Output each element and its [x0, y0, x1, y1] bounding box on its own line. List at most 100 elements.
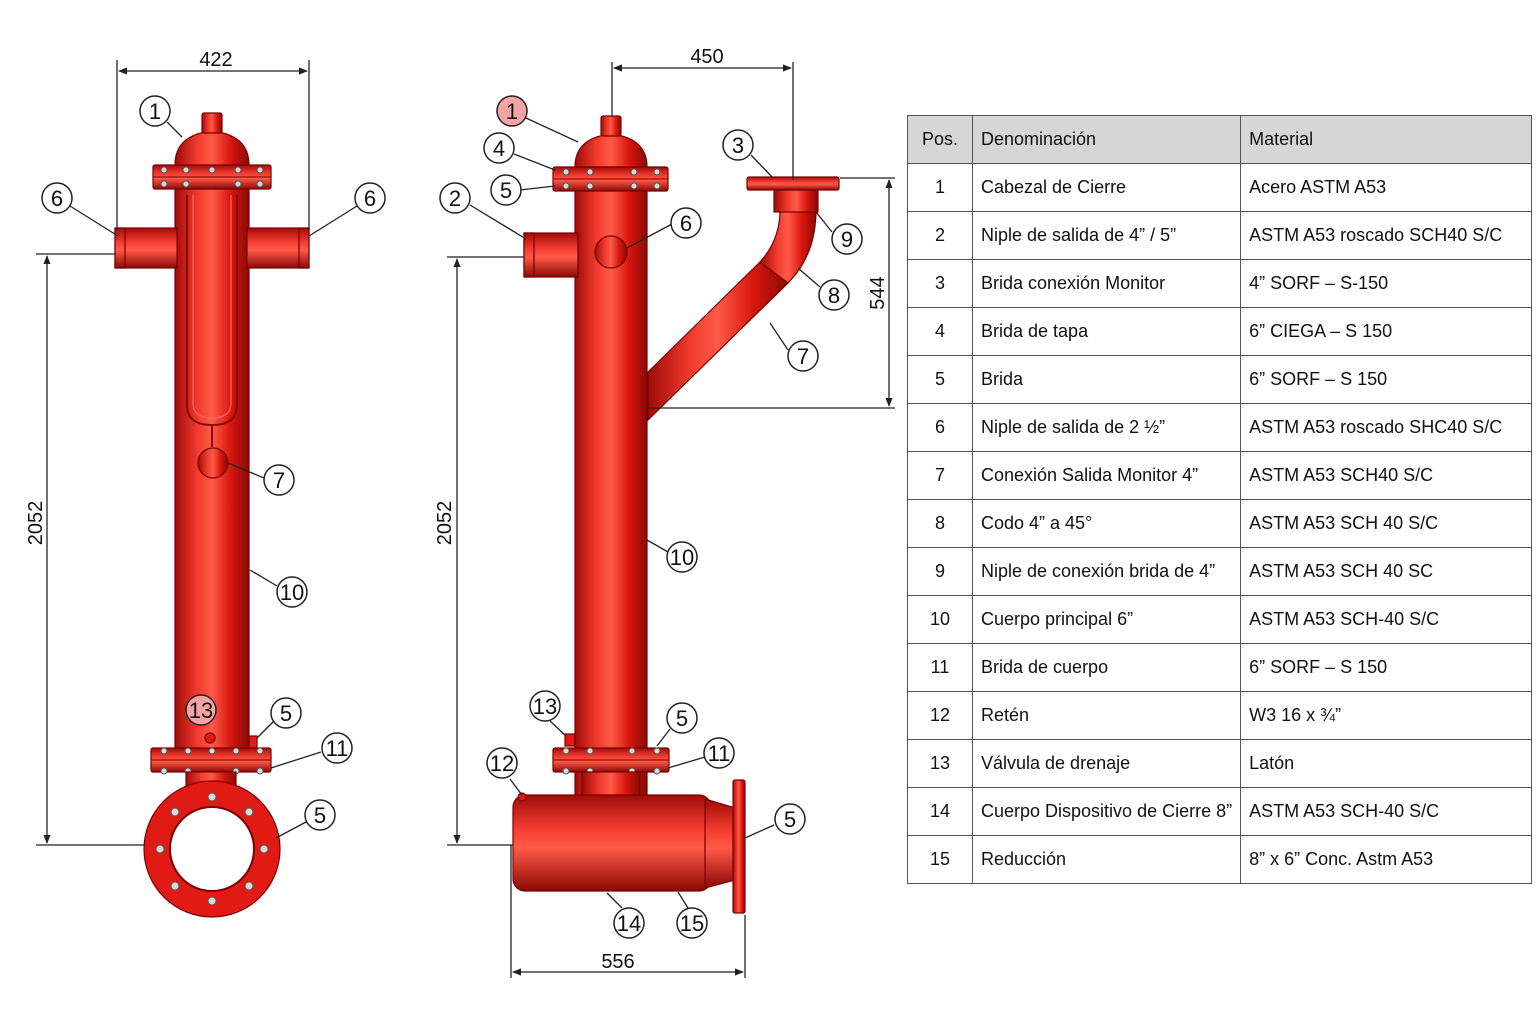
callout-left-1: 6 [41, 182, 73, 214]
right-reduction [704, 798, 736, 889]
callout-right-9: 10 [666, 541, 698, 573]
cell-denominacion: Cuerpo principal 6” [971, 595, 1242, 644]
callout-right-15: 14 [613, 907, 645, 939]
callout-left-2: 6 [354, 182, 386, 214]
cell-denominacion: Niple de salida de 2 ½” [971, 403, 1242, 452]
callout-number: 1 [149, 99, 161, 124]
cell-material: W3 16 x ¾” [1240, 691, 1533, 740]
right-height-dim: 2052 [434, 501, 456, 546]
base-width-dim: 556 [601, 951, 634, 973]
cell-pos: 14 [907, 787, 973, 836]
callout-right-4: 3 [722, 129, 754, 161]
cell-denominacion: Brida conexión Monitor [971, 259, 1242, 308]
cell-material: Latón [1240, 739, 1533, 788]
callout-left-7: 11 [321, 732, 353, 764]
callout-number: 13 [533, 694, 557, 719]
callout-number: 6 [51, 186, 63, 211]
header-denominacion: Denominación [971, 115, 1242, 164]
callout-left-4: 10 [276, 576, 308, 608]
callout-left-5: 13 [185, 694, 217, 726]
cell-material: ASTM A53 SCH 40 SC [1240, 547, 1533, 596]
cell-denominacion: Niple de conexión brida de 4” [971, 547, 1242, 596]
cell-pos: 2 [907, 211, 973, 260]
cell-denominacion: Conexión Salida Monitor 4” [971, 451, 1242, 500]
cell-material: ASTM A53 SCH40 S/C [1240, 451, 1533, 500]
callout-number: 11 [708, 741, 731, 766]
cell-material: ASTM A53 roscado SHC40 S/C [1240, 403, 1533, 452]
cell-denominacion: Brida de tapa [971, 307, 1242, 356]
right-view: 450 544 2052 556 [434, 46, 895, 978]
callout-number: 15 [680, 911, 704, 936]
cell-denominacion: Brida [971, 355, 1242, 404]
callout-number: 5 [280, 701, 292, 726]
cell-denominacion: Codo 4” a 45° [971, 499, 1242, 548]
cell-pos: 9 [907, 547, 973, 596]
cell-material: 4” SORF – S-150 [1240, 259, 1533, 308]
callout-right-1: 4 [483, 132, 515, 164]
cell-pos: 11 [907, 643, 973, 692]
cell-material: 6” CIEGA – S 150 [1240, 307, 1533, 356]
callout-number: 5 [314, 803, 326, 828]
callout-number: 5 [784, 807, 796, 832]
cell-pos: 5 [907, 355, 973, 404]
callout-right-14: 5 [774, 803, 806, 835]
cell-material: 6” SORF – S 150 [1240, 643, 1533, 692]
cell-pos: 4 [907, 307, 973, 356]
callout-number: 11 [326, 736, 349, 761]
right-main-body [574, 186, 648, 808]
callout-left-0: 1 [139, 95, 171, 127]
callout-number: 7 [797, 344, 809, 369]
left-dome [174, 130, 250, 166]
callout-right-13: 12 [486, 747, 518, 779]
callout-number: 12 [490, 751, 514, 776]
callout-number: 5 [500, 178, 512, 203]
callout-left-6: 5 [270, 697, 302, 729]
cell-material: ASTM A53 SCH-40 S/C [1240, 787, 1533, 836]
header-material: Material [1240, 115, 1533, 164]
callout-left-3: 7 [263, 464, 295, 496]
cell-pos: 6 [907, 403, 973, 452]
callout-number: 5 [676, 706, 688, 731]
callout-number: 1 [506, 99, 518, 124]
cell-pos: 3 [907, 259, 973, 308]
right-outlet-6 [594, 235, 628, 269]
right-end-flange [732, 779, 746, 914]
callout-number: 2 [449, 186, 461, 211]
right-drain-valve [564, 733, 576, 747]
cell-material: ASTM A53 roscado SCH40 S/C [1240, 211, 1533, 260]
callout-left-8: 5 [304, 799, 336, 831]
callout-right-12: 11 [703, 737, 735, 769]
callout-right-11: 5 [666, 702, 698, 734]
cell-denominacion: Niple de salida de 4” / 5” [971, 211, 1242, 260]
cell-pos: 15 [907, 835, 973, 884]
left-width-dim: 422 [199, 49, 232, 71]
cell-material: Acero ASTM A53 [1240, 163, 1533, 212]
left-monitor-outlet [197, 447, 229, 479]
callout-number: 6 [680, 211, 692, 236]
cell-pos: 1 [907, 163, 973, 212]
cell-material: ASTM A53 SCH 40 S/C [1240, 499, 1533, 548]
callout-right-0: 1 [496, 95, 528, 127]
callout-number: 13 [189, 698, 213, 723]
table-header-row: Pos. Denominación Material [907, 115, 1533, 164]
cell-pos: 12 [907, 691, 973, 740]
cell-pos: 13 [907, 739, 973, 788]
right-monitor-branch [647, 261, 789, 422]
callout-right-2: 5 [490, 174, 522, 206]
cell-material: 6” SORF – S 150 [1240, 355, 1533, 404]
callout-right-16: 15 [676, 907, 708, 939]
cell-denominacion: Reducción [971, 835, 1242, 884]
